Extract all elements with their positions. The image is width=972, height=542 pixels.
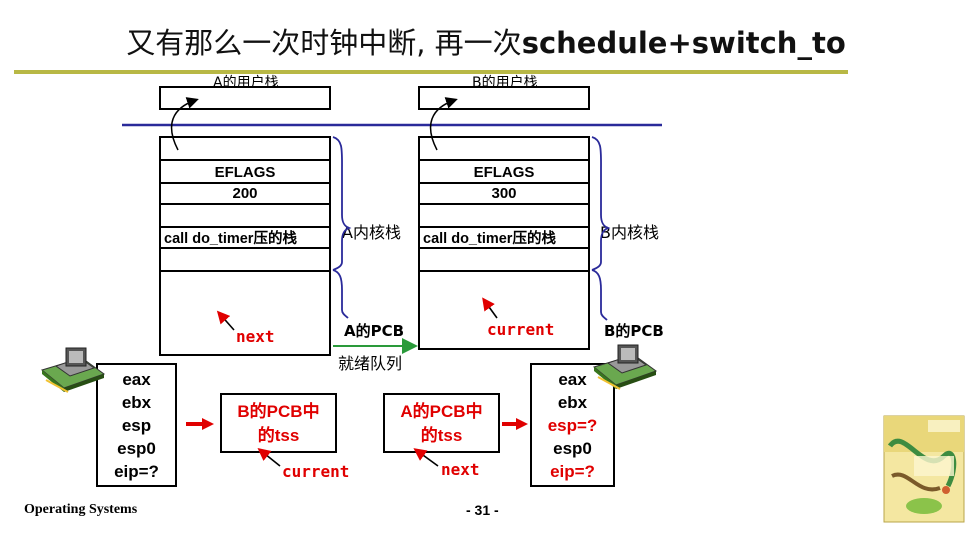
cpu-chip-icon-right: [592, 344, 658, 390]
copy-arrow-right: [502, 418, 528, 430]
slide-title: 又有那么一次时钟中断, 再一次schedule+switch_to: [0, 20, 972, 62]
copy-arrow-left: [186, 418, 214, 430]
a-kernel-stack: EFLAGS 200 call do_timer压的栈: [159, 136, 331, 356]
reg-esp: esp: [121, 416, 152, 435]
cpu-chip-icon-left: [40, 347, 106, 393]
b-current-arrow: [482, 297, 498, 319]
reg-r-eax: eax: [558, 370, 587, 389]
a-call-row: call do_timer压的栈: [161, 226, 329, 250]
tss-a-next-arrow: [413, 448, 439, 467]
reg-eip: eip=?: [114, 462, 159, 481]
b-kernel-stack: EFLAGS 300 call do_timer压的栈: [418, 136, 590, 350]
b-pcb-brace: [591, 269, 608, 321]
a-user-stack-arrow: [170, 97, 199, 151]
reg-eax: eax: [122, 370, 151, 389]
a-value-row: 200: [161, 182, 329, 204]
footer-page-number: - 31 -: [466, 502, 499, 518]
reg-r-esp0: esp0: [553, 439, 592, 458]
tss-b-pointer-label: current: [282, 462, 350, 481]
tss-a-pointer-label: next: [441, 460, 480, 479]
tss-b-line2: 的tss: [257, 426, 300, 445]
title-bold: schedule+switch_to: [521, 26, 846, 60]
footer-course: Operating Systems: [24, 502, 138, 517]
reg-ebx: ebx: [121, 393, 152, 412]
b-current-pointer-label: current: [487, 320, 555, 339]
a-empty-row-2: [161, 247, 329, 271]
a-empty-row: [161, 203, 329, 227]
b-kernel-label: B内核栈: [600, 223, 659, 242]
tss-b-line1: B的PCB中: [237, 402, 320, 421]
a-kernel-label: A内核栈: [342, 223, 401, 242]
tss-a-box: A的PCB中 的tss: [383, 393, 500, 453]
a-next-arrow: [216, 310, 235, 331]
b-empty-row: [420, 203, 588, 227]
tss-b-box: B的PCB中 的tss: [220, 393, 337, 453]
b-eflags-row: EFLAGS: [420, 159, 588, 183]
reg-esp0: esp0: [117, 439, 156, 458]
os-book-cover-icon: [883, 415, 965, 523]
b-pcb-area: [420, 270, 588, 350]
title-prefix: 又有那么一次时钟中断, 再一次: [126, 26, 522, 60]
b-pcb-label: B的PCB: [604, 322, 664, 340]
a-kernel-brace: [332, 136, 352, 271]
a-pcb-area: [161, 270, 329, 356]
b-call-row: call do_timer压的栈: [420, 226, 588, 250]
a-pcb-brace: [332, 269, 349, 319]
a-eflags-row: EFLAGS: [161, 159, 329, 183]
reg-r-esp: esp=?: [547, 416, 598, 435]
a-pcb-label: A的PCB: [344, 322, 405, 340]
b-kernel-brace: [591, 136, 611, 271]
cpu-registers-right: eax ebx esp=? esp0 eip=?: [530, 363, 615, 487]
reg-r-ebx: ebx: [557, 393, 588, 412]
tss-a-line1: A的PCB中: [400, 402, 483, 421]
b-value-row: 300: [420, 182, 588, 204]
reg-r-eip: eip=?: [550, 462, 595, 481]
b-user-stack-arrow: [429, 97, 458, 151]
b-empty-row-2: [420, 247, 588, 271]
cpu-registers-left: eax ebx esp esp0 eip=?: [96, 363, 177, 487]
ready-queue-label: 就绪队列: [338, 354, 403, 373]
tss-a-line2: 的tss: [420, 426, 463, 445]
tss-b-current-arrow: [257, 448, 281, 467]
title-rule: [14, 70, 848, 74]
a-next-pointer-label: next: [236, 327, 275, 346]
